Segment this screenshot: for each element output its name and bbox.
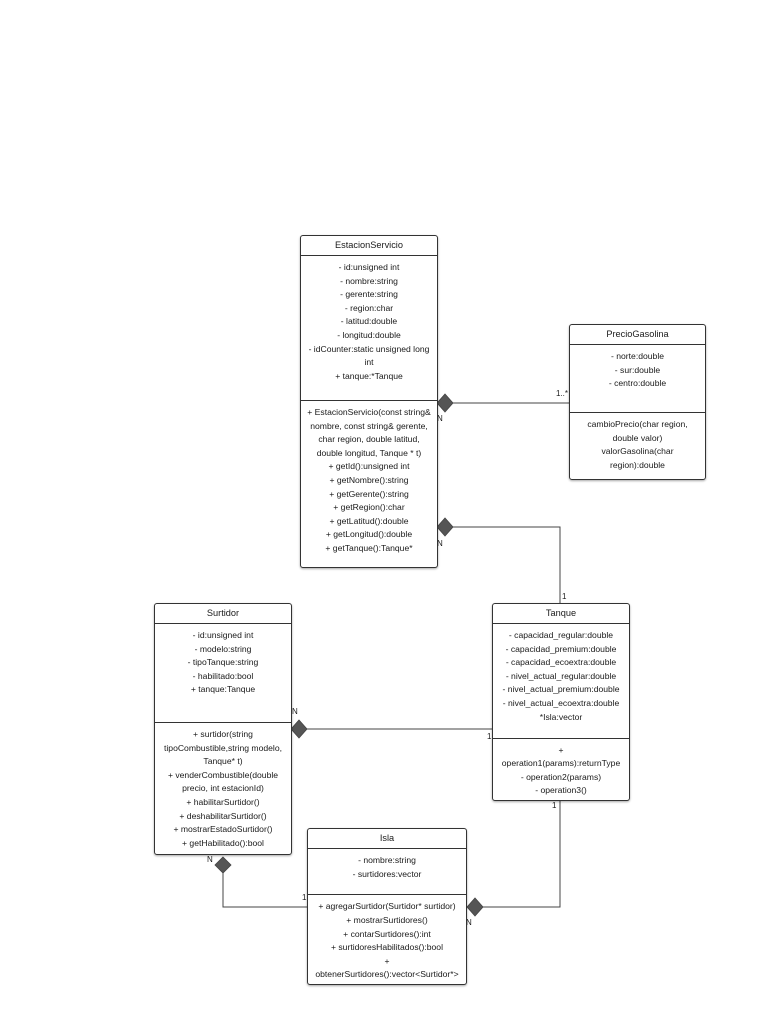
operation-line: + venderCombustible(double precio, int e… (167, 769, 279, 794)
operation-line: + surtidor(string tipoCombustible,string… (164, 729, 282, 767)
association-tanque-isla (483, 801, 561, 908)
multiplicity-label: 1 (302, 893, 307, 902)
operation-line: valorGasolina(char region):double (601, 446, 674, 470)
attribute-line: - longitud:double (337, 329, 401, 340)
operation-line: + getLatitud():double (329, 515, 409, 526)
operation-line: - operation3() (535, 785, 587, 796)
class-estacion-servicio[interactable]: EstacionServicio - id:unsigned int - nomb… (300, 235, 438, 568)
operation-line: - operation2(params) (520, 771, 602, 782)
class-name: Tanque (493, 604, 629, 624)
attribute-line: - nivel_actual_regular:double (505, 670, 617, 681)
attribute-line: - region:char (344, 302, 394, 313)
operation-line: + mostrarEstadoSurtidor() (173, 824, 273, 835)
attribute-line: - nivel_actual_ecoextra:double (502, 697, 620, 708)
operations-compartment: + surtidor(string tipoCombustible,string… (155, 723, 291, 852)
class-precio-gasolina[interactable]: PrecioGasolina - norte:double - sur:doubl… (569, 324, 706, 480)
attribute-line: - surtidores:vector (352, 868, 422, 879)
attribute-line: - norte:double (610, 351, 665, 361)
class-isla[interactable]: Isla - nombre:string- surtidores:vector … (307, 828, 467, 985)
operations-compartment: + agregarSurtidor(Surtidor* surtidor) + m… (308, 895, 466, 984)
attribute-line: - sur:double (614, 364, 661, 375)
multiplicity-label: N (437, 539, 443, 548)
operation-line: + getGerente():string (329, 488, 409, 499)
attributes-compartment: - norte:double - sur:double - centro:doubl… (570, 345, 705, 413)
composition-diamond-isla (466, 897, 484, 917)
operation-line: + contarSurtidores():int (343, 928, 431, 939)
operation-line: + obtenerSurtidores():vector<Surtidor*> (315, 955, 459, 980)
composition-diamond-surtidor-bottom (214, 856, 232, 874)
association-isla-surtidor (222, 873, 307, 908)
composition-diamond-estacion-tanque (436, 517, 454, 537)
attribute-line: - nombre:string (340, 275, 398, 286)
operation-line: + getHabilitado():bool (182, 837, 264, 848)
multiplicity-label: 1..* (556, 389, 569, 398)
attribute-line: - centro:double (608, 378, 667, 389)
attribute-line: - capacidad_premium:double (505, 643, 617, 654)
attribute-line: - nombre:string (358, 855, 416, 865)
association-estacion-tanque (453, 526, 561, 603)
class-surtidor[interactable]: Surtidor - id:unsigned int - modelo:strin… (154, 603, 292, 855)
attribute-line: - nivel_actual_premium:double (502, 684, 620, 695)
operations-compartment: cambioPrecio(char region, double valor) v… (570, 413, 705, 474)
attribute-line: - tipoTanque:string (187, 657, 259, 668)
attribute-line: - capacidad_regular:double (508, 630, 614, 640)
multiplicity-label: N (437, 414, 443, 423)
operations-compartment: + EstacionServicio(const string& nombre,… (301, 401, 437, 558)
operation-line: + EstacionServicio(const string& nombre,… (307, 407, 431, 458)
multiplicity-label: 1 (562, 592, 567, 601)
multiplicity-label: N (466, 918, 472, 927)
class-tanque[interactable]: Tanque - capacidad_regular:double- capac… (492, 603, 630, 801)
attribute-line: - latitud:double (340, 316, 398, 327)
attribute-line: - habilitado:bool (192, 670, 254, 681)
composition-diamond-estacion-precio (436, 393, 454, 413)
multiplicity-label: 1 (552, 801, 557, 810)
class-name: Isla (308, 829, 466, 849)
attribute-line: - capacidad_ecoextra:double (505, 657, 617, 668)
attribute-line: - id:unsigned int (192, 630, 254, 640)
multiplicity-label: N (292, 707, 298, 716)
attribute-line: + tanque:Tanque (190, 684, 256, 695)
multiplicity-label: 1 (487, 732, 492, 741)
class-name: EstacionServicio (301, 236, 437, 256)
attributes-compartment: - id:unsigned int - modelo:string - tipoTa… (155, 624, 291, 723)
class-name: PrecioGasolina (570, 325, 705, 345)
operation-line: + surtidoresHabilitados():bool (330, 942, 443, 953)
attribute-line: - gerente:string (340, 289, 398, 300)
operation-line: + operation1(params):returnType (501, 744, 621, 769)
operation-line: + deshabilitarSurtidor() (179, 810, 267, 821)
operation-line: + getNombre():string (329, 474, 409, 485)
operation-line: + getLongitud():double (325, 529, 413, 540)
operations-compartment: + operation1(params):returnType - operati… (493, 739, 629, 800)
operation-line: cambioPrecio(char region, double valor) (587, 419, 688, 443)
operation-line: + getTanque():Tanque* (325, 542, 413, 553)
operation-line: + agregarSurtidor(Surtidor* surtidor) (318, 901, 456, 912)
operation-line: + getRegion():char (333, 502, 405, 513)
composition-diamond-surtidor (290, 719, 308, 739)
operation-line: + mostrarSurtidores() (346, 915, 428, 926)
attribute-line: - modelo:string (194, 643, 252, 654)
attribute-line: - id:unsigned int (338, 262, 400, 272)
operation-line: + getId():unsigned int (328, 461, 410, 472)
attributes-compartment: - id:unsigned int - nombre:string - gerent… (301, 256, 437, 401)
operation-line: + habilitarSurtidor() (186, 796, 260, 807)
attributes-compartment: - capacidad_regular:double - capacidad_pr… (493, 624, 629, 739)
attribute-line: *Isla:vector (539, 711, 583, 722)
multiplicity-label: N (207, 855, 213, 864)
attributes-compartment: - nombre:string - surtidores:vector (308, 849, 466, 896)
attribute-line: + tanque:*Tanque (335, 370, 403, 381)
class-name: Surtidor (155, 604, 291, 624)
attribute-line: - idCounter:static unsigned long int (308, 343, 430, 368)
